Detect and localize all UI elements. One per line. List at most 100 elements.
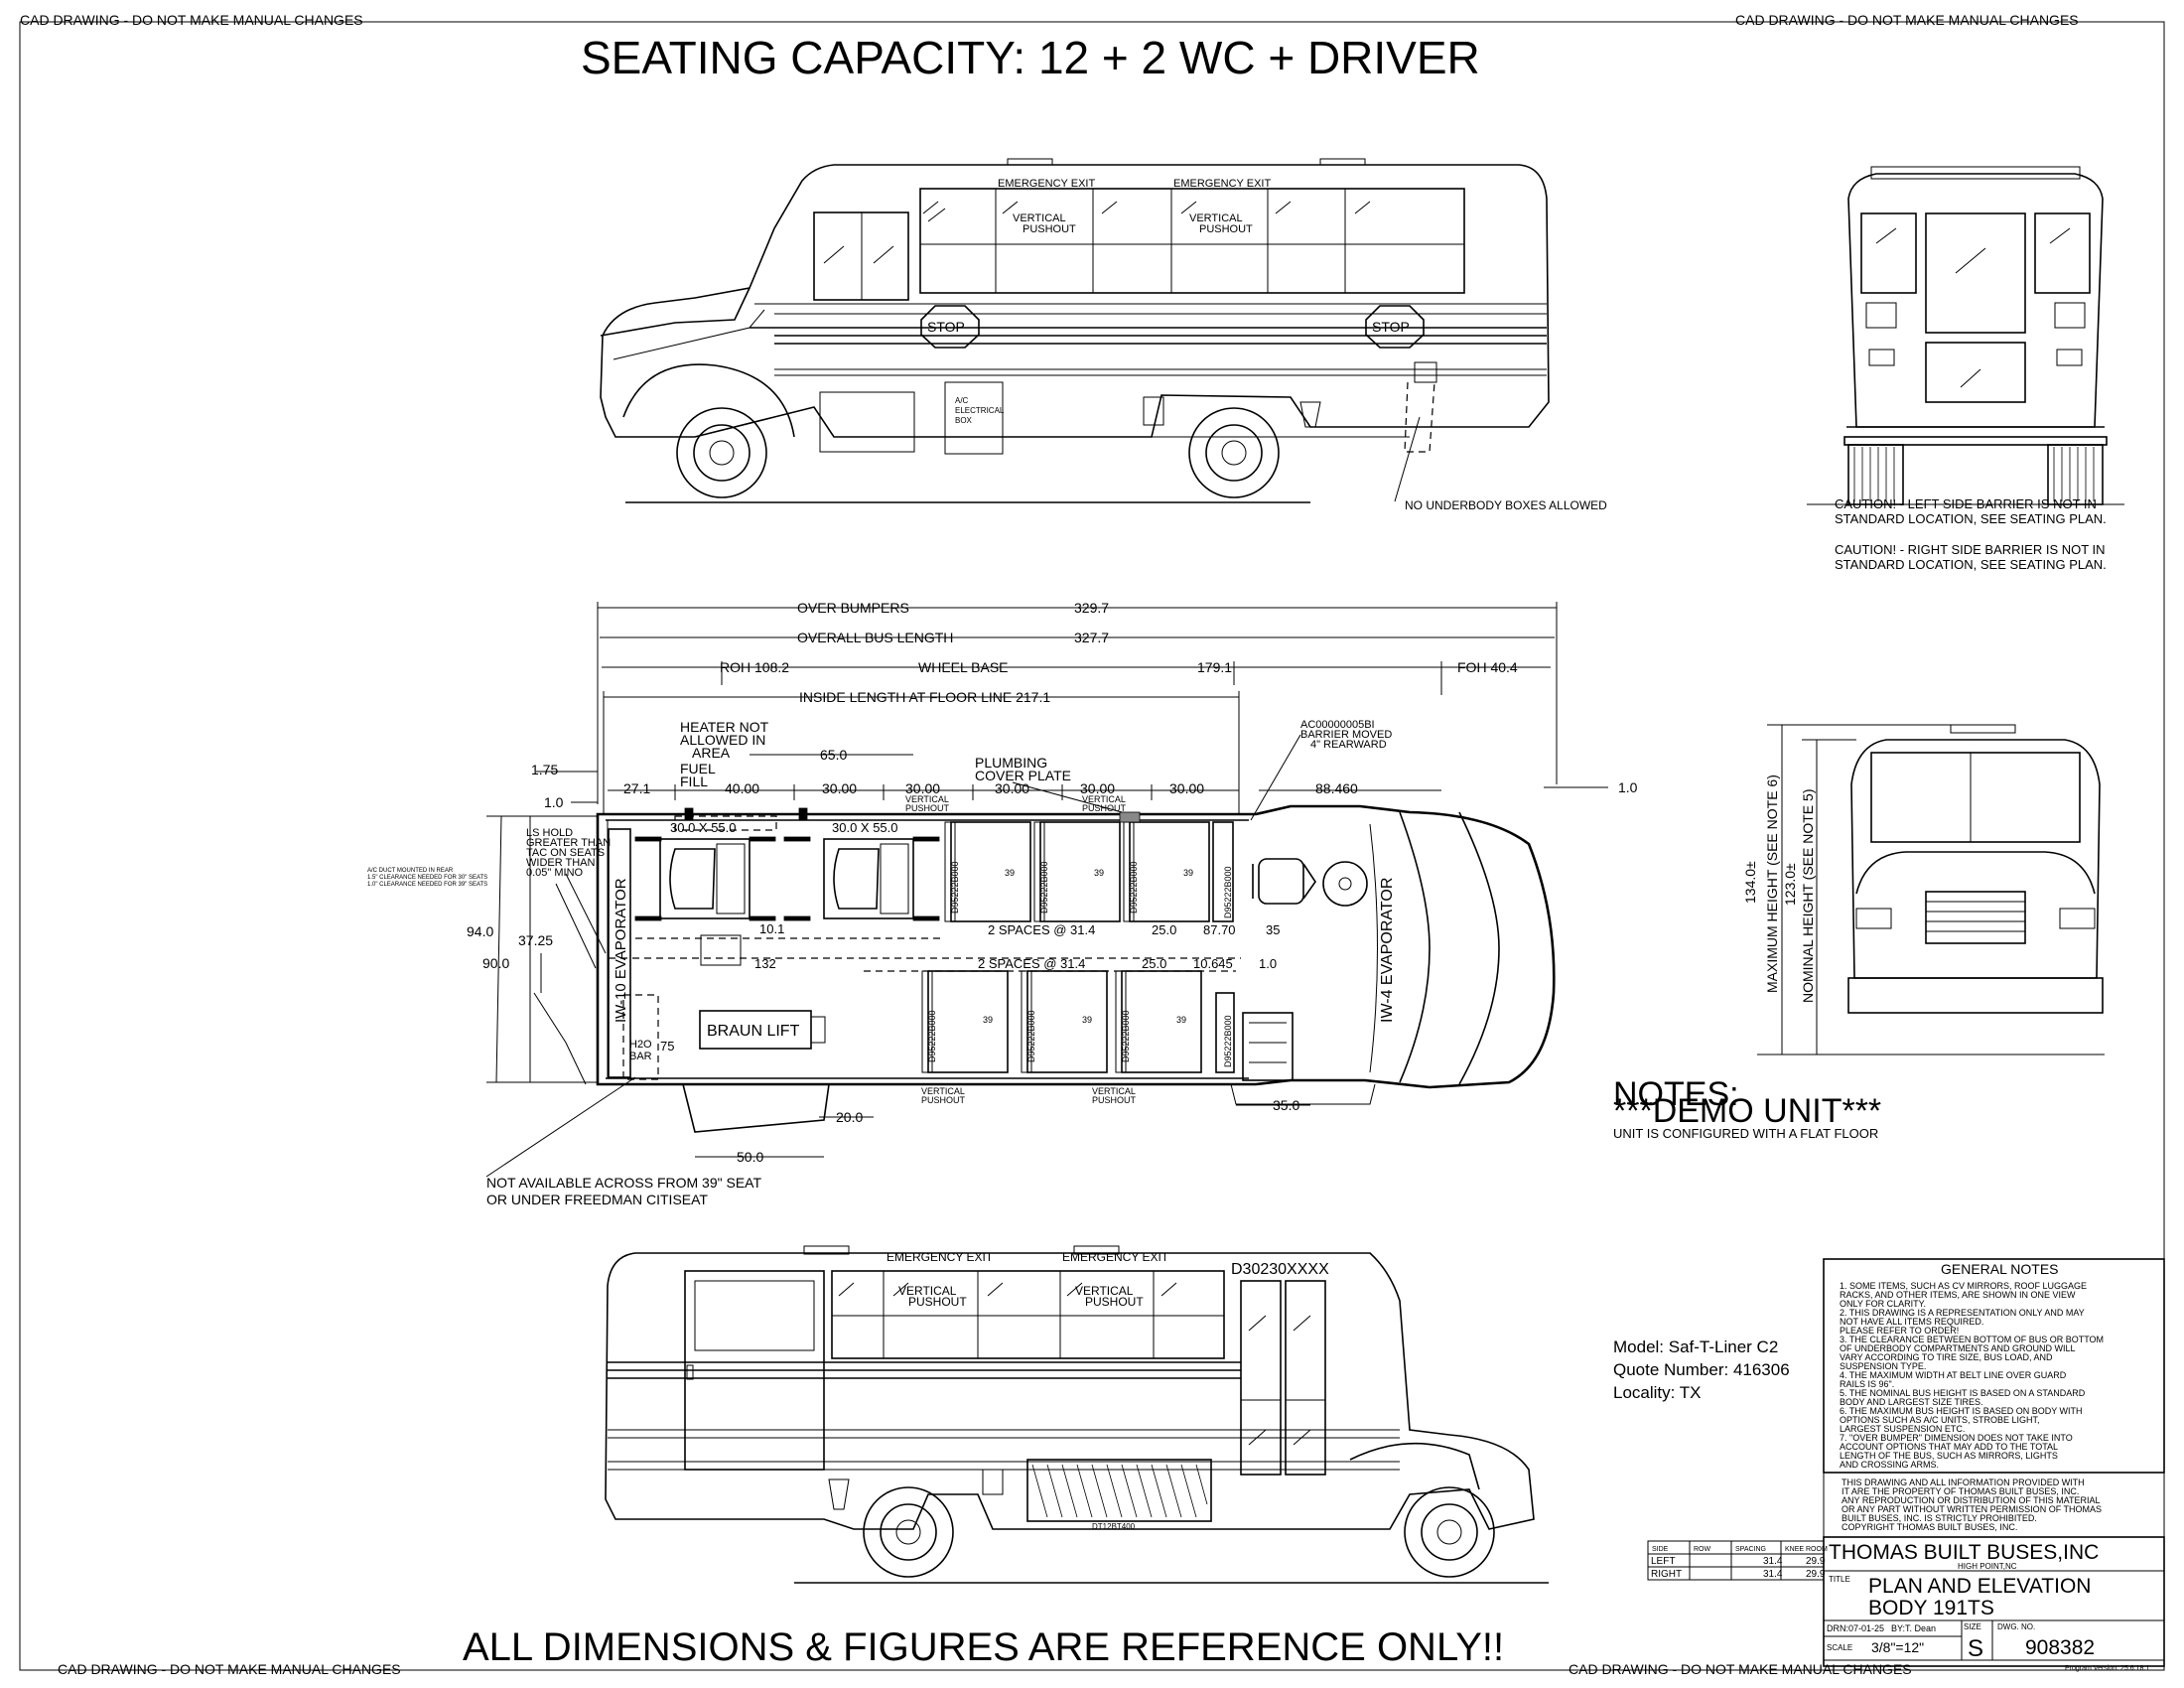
- not-available-note-2: OR UNDER FREEDMAN CITISEAT: [486, 1192, 708, 1207]
- spacing-table-cell: RIGHT: [1651, 1569, 1682, 1580]
- sheet-border: [19, 21, 2165, 1671]
- dim-50: 50.0: [737, 1149, 763, 1165]
- unit-code: D30230XXXX: [1231, 1261, 1329, 1278]
- barrier-note-3: 4" REARWARD: [1310, 739, 1387, 751]
- nominal-height-label: NOMINAL HEIGHT (SEE NOTE 5): [1800, 789, 1816, 1003]
- svg-text:39: 39: [1094, 868, 1104, 878]
- general-note-line-11: 4. THE MAXIMUM WIDTH AT BELT LINE OVER G…: [1840, 1370, 2067, 1380]
- stamp-bottom-left: CAD DRAWING - DO NOT MAKE MANUAL CHANGES: [58, 1661, 401, 1677]
- no-underbody-boxes-note: NO UNDERBODY BOXES ALLOWED: [1405, 498, 1607, 512]
- vertical-pushout-top-2b: PUSHOUT: [1082, 803, 1127, 813]
- drawing-title-2: BODY 191TS: [1868, 1597, 1994, 1619]
- general-note-line-7: 3. THE CLEARANCE BETWEEN BOTTOM OF BUS O…: [1840, 1335, 2104, 1344]
- h2o-label-1: H2O: [629, 1039, 652, 1051]
- stop-sign-1: STOP: [927, 319, 965, 335]
- general-note-line-16: OPTIONS SUCH AS A/C UNITS, STROBE LIGHT,: [1840, 1415, 2040, 1425]
- dim-25-bottom: 25.0: [1142, 956, 1166, 971]
- general-note-line-20: LENGTH OF THE BUS, SUCH AS MIRRORS, LIGH…: [1840, 1451, 2058, 1461]
- drawing-title-1: PLAN AND ELEVATION: [1868, 1575, 2091, 1598]
- wheel-base-label: WHEEL BASE: [918, 659, 1009, 675]
- general-note-line-12: RAILS IS 96".: [1840, 1379, 1894, 1389]
- ls-hold-2: GREATER THAN: [526, 837, 611, 849]
- general-notes-box: GENERAL NOTES 1. SOME ITEMS, SUCH AS CV …: [1823, 1258, 2165, 1538]
- front-view: MAXIMUM HEIGHT (SEE NOTE 6) 134.0± NOMIN…: [1742, 724, 2105, 1055]
- dim-1-0-right: 1.0: [1618, 779, 1638, 795]
- seat-left-2: D95222B000 39: [1033, 821, 1121, 922]
- right-pushout-1: PUSHOUT: [1023, 223, 1076, 235]
- rear-evaporator-label: IW-10 EVAPORATOR: [613, 878, 629, 1023]
- general-note-line-14: BODY AND LARGEST SIZE TIRES.: [1840, 1397, 1983, 1407]
- company-name: THOMAS BUILT BUSES,INC: [1829, 1541, 2099, 1564]
- seating-capacity-title: SEATING CAPACITY: 12 + 2 WC + DRIVER: [581, 32, 1480, 83]
- plumbing-note-1: PLUMBING: [975, 755, 1047, 771]
- general-note-line-2: RACKS, AND OTHER ITEMS, ARE SHOWN IN ONE…: [1840, 1290, 2076, 1300]
- dim-87-70: 87.70: [1203, 922, 1236, 937]
- spacing-table-cell: 29.9: [1806, 1556, 1826, 1567]
- notes-heading: NOTES:: [1613, 1075, 1739, 1113]
- stamp-bottom-right: CAD DRAWING - DO NOT MAKE MANUAL CHANGES: [1569, 1661, 1912, 1677]
- caution-left-1: CAUTION! - LEFT SIDE BARRIER IS NOT IN: [1835, 496, 2097, 511]
- ac-box-label-2: ELECTRICAL: [955, 406, 1005, 415]
- dim-94: 94.0: [467, 923, 493, 939]
- right-pushout-2: PUSHOUT: [1199, 223, 1253, 235]
- plan-view: OVER BUMPERS 329.7 OVERALL BUS LENGTH 32…: [367, 600, 1638, 1207]
- svg-text:D95222B000: D95222B000: [1121, 1010, 1131, 1062]
- caution-left-2: STANDARD LOCATION, SEE SEATING PLAN.: [1835, 511, 2107, 526]
- overall-length-label: OVERALL BUS LENGTH: [797, 630, 953, 645]
- seat-right-2: D95222B000 39: [1021, 970, 1108, 1073]
- seat-right-1: D95222B000 39: [921, 970, 1009, 1073]
- left-side-elevation: EMERGENCY EXIT EMERGENCY EXIT VERTICAL P…: [605, 1245, 1549, 1584]
- dim-1-0-left: 1.0: [544, 794, 564, 810]
- dim-10-1: 10.1: [759, 921, 784, 936]
- dim-10-645: 10.645: [1193, 956, 1233, 971]
- seat-left-1: D95222B000 39: [944, 821, 1031, 922]
- program-version: Program Version: 25.6.18.1: [2065, 1665, 2149, 1672]
- general-note-line-6: PLEASE REFER TO ORDER!: [1840, 1326, 1959, 1336]
- dim-20: 20.0: [836, 1109, 863, 1125]
- dim-27-1: 27.1: [623, 780, 650, 796]
- overall-length-value: 327.7: [1074, 630, 1109, 645]
- company-location: HIGH POINT,NC: [1958, 1562, 2017, 1571]
- right-vertical-1: VERTICAL: [1013, 212, 1066, 224]
- left-vertical-2: VERTICAL: [1075, 1284, 1134, 1298]
- property-note-line-4: OR ANY PART WITHOUT WRITTEN PERMISSION O…: [1842, 1504, 2102, 1514]
- title-block: THOMAS BUILT BUSES,INC HIGH POINT,NC TIT…: [1823, 1536, 2165, 1672]
- general-note-line-3: ONLY FOR CLARITY.: [1840, 1299, 1926, 1309]
- vertical-pushout-top-1b: PUSHOUT: [905, 803, 950, 813]
- general-note-line-9: VARY ACCORDING TO TIRE SIZE, BUS LOAD, A…: [1840, 1352, 2053, 1362]
- model-label: Model: Saf-T-Liner C2: [1613, 1337, 1778, 1356]
- over-bumpers-label: OVER BUMPERS: [797, 600, 909, 616]
- svg-text:39: 39: [1176, 1015, 1186, 1025]
- stop-sign-2: STOP: [1372, 319, 1410, 335]
- dim-40: 40.00: [725, 780, 759, 796]
- ls-hold-4: WIDER THAN: [526, 857, 596, 869]
- dim-30-d: 30.00: [1080, 780, 1115, 796]
- spacing-table-cell: LEFT: [1651, 1556, 1675, 1567]
- scale-value: 3/8"=12": [1871, 1639, 1924, 1655]
- title-label: TITLE: [1829, 1575, 1850, 1584]
- dim-35-small: 35: [1266, 922, 1280, 937]
- vertical-pushout-bot-2b: PUSHOUT: [1092, 1095, 1137, 1105]
- drawing-number: 908382: [2025, 1636, 2095, 1659]
- general-note-line-5: NOT HAVE ALL ITEMS REQUIRED.: [1840, 1317, 1983, 1327]
- wheel-base-value: 179.1: [1197, 659, 1232, 675]
- reference-only-note: ALL DIMENSIONS & FIGURES ARE REFERENCE O…: [463, 1625, 1504, 1669]
- property-note-line-3: ANY REPRODUCTION OR DISTRIBUTION OF THIS…: [1842, 1495, 2101, 1505]
- dim-37-25: 37.25: [518, 932, 553, 948]
- stamp-top-left: CAD DRAWING - DO NOT MAKE MANUAL CHANGES: [20, 12, 363, 28]
- dim-30-b: 30.00: [905, 780, 940, 796]
- seat-right-3: D95222B000 39: [1115, 970, 1202, 1073]
- drawn-by: BY:T. Dean: [1891, 1623, 1936, 1633]
- foh-dimension: FOH 40.4: [1457, 659, 1518, 675]
- right-emergency-exit-2: EMERGENCY EXIT: [1173, 178, 1271, 190]
- max-height-value: 134.0±: [1742, 861, 1758, 904]
- plumbing-note-2: COVER PLATE: [975, 768, 1071, 783]
- property-note-line-6: COPYRIGHT THOMAS BUILT BUSES, INC.: [1842, 1522, 2017, 1532]
- svg-text:39: 39: [1005, 868, 1015, 878]
- dim-25-top: 25.0: [1152, 922, 1176, 937]
- general-note-line-13: 5. THE NOMINAL BUS HEIGHT IS BASED ON A …: [1840, 1388, 2086, 1398]
- property-note-line-5: BUILT BUSES, INC. IS STRICTLY PROHIBITED…: [1842, 1513, 2037, 1523]
- spacing-table-header: KNEE ROOM: [1785, 1546, 1828, 1553]
